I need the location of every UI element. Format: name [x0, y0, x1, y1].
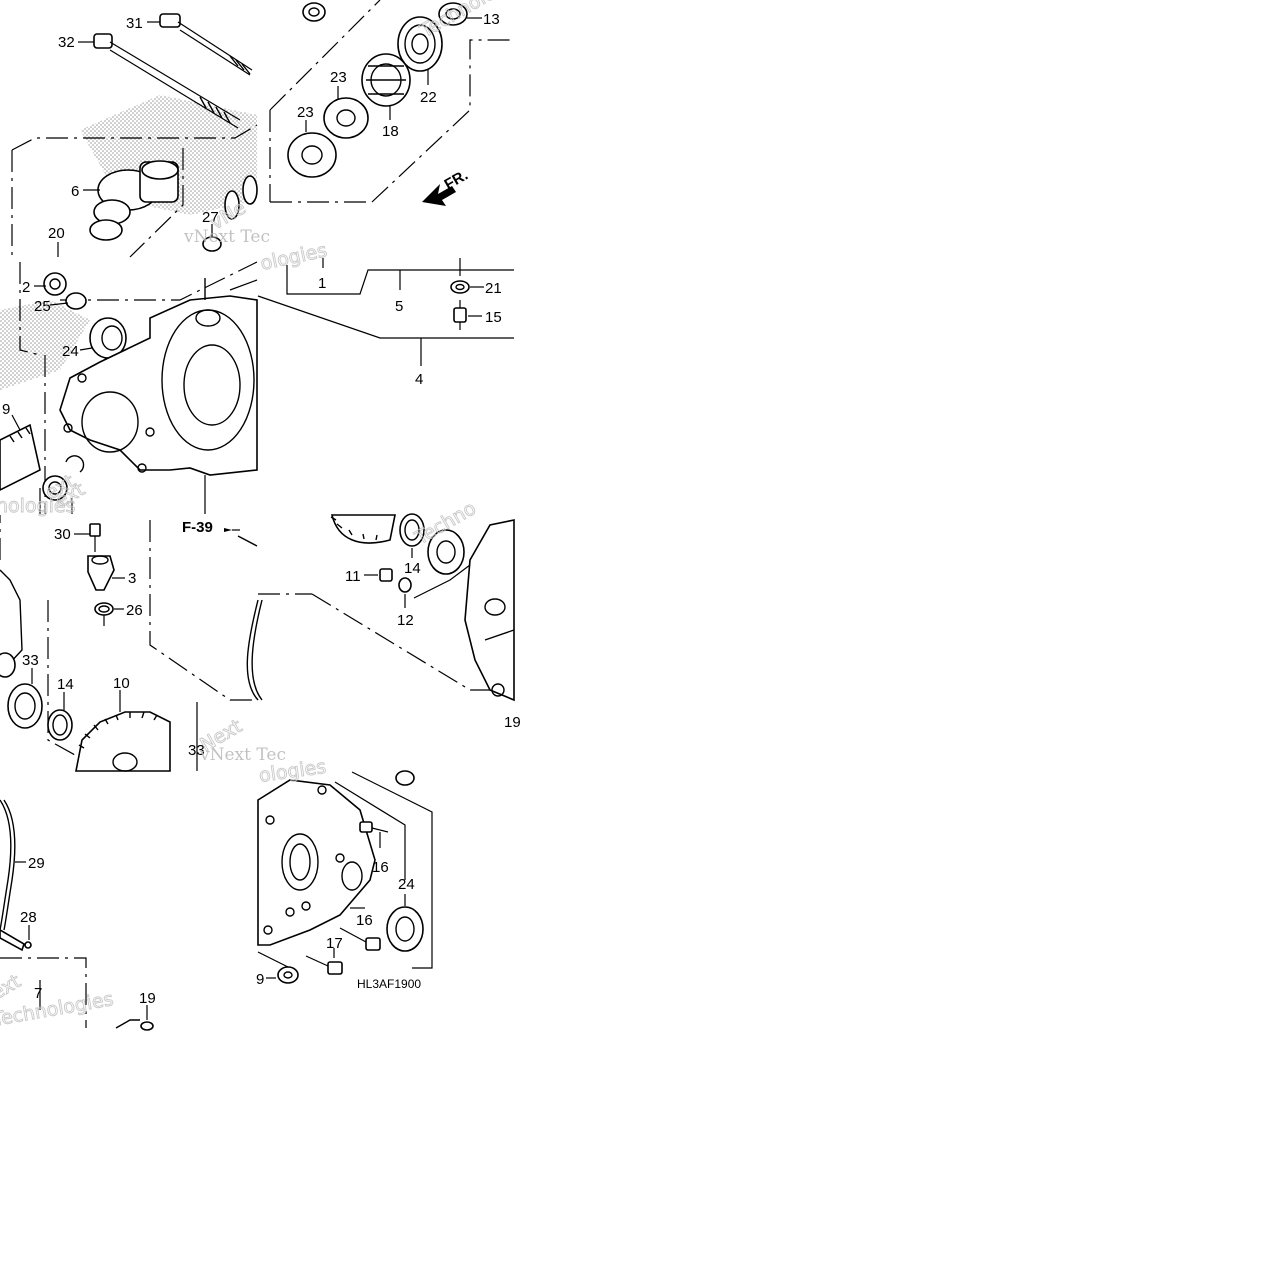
callout-30: 30 [54, 526, 71, 543]
callout-3: 3 [128, 570, 136, 587]
callout-21: 21 [485, 280, 502, 297]
ring-gear-10 [75, 711, 171, 772]
callout-19: 19 [139, 990, 156, 1007]
tile-mid-left: 2 25 24 9 nologies ext [0, 261, 258, 517]
callout-7: 7 [34, 985, 42, 1002]
callout-14: 14 [404, 560, 421, 577]
front-direction-arrow: FR. [422, 167, 471, 206]
tile-top-left: 31 32 6 20 27 vNext Tec vNe [11, 13, 270, 258]
callout-29: 29 [28, 855, 45, 872]
callout-33: 33 [22, 652, 39, 669]
callout-20: 20 [48, 225, 65, 242]
callout-19: 19 [504, 714, 521, 731]
watermark: vNext Tec [199, 745, 286, 765]
callout-31: 31 [126, 15, 143, 32]
bearing-22 [397, 16, 443, 72]
callout-16: 16 [356, 912, 373, 929]
callout-10: 10 [113, 675, 130, 692]
speed-sensor-3 [87, 523, 115, 591]
watermark: vNext Tec [183, 227, 270, 247]
callout-16: 16 [372, 859, 389, 876]
final-gear-case-cover [257, 779, 376, 946]
final-gear-cover [464, 519, 515, 702]
callout-14: 14 [57, 676, 74, 693]
callout-24: 24 [62, 343, 79, 360]
callout-32: 32 [58, 34, 75, 51]
callout-1: 1 [318, 275, 326, 292]
callout-2: 2 [22, 279, 30, 296]
reference-page-label: F-39 [182, 519, 213, 536]
callout-27: 27 [202, 209, 219, 226]
watermark: nologies [0, 495, 76, 517]
callout-13: 13 [483, 11, 500, 28]
tile-lower-right: 11 14 12 19 Techno [246, 497, 521, 731]
long-bolt-31 [159, 13, 253, 76]
callout-5: 5 [395, 298, 403, 315]
callout-26: 26 [126, 602, 143, 619]
callout-25: 25 [34, 298, 51, 315]
diagram-code: HL3AF1900 [357, 977, 421, 991]
long-bolt-32 [93, 33, 241, 129]
callout-18: 18 [382, 123, 399, 140]
watermark: ext [0, 970, 25, 1004]
callout-22: 22 [420, 89, 437, 106]
final-gear-case [59, 278, 258, 476]
callout-24: 24 [398, 876, 415, 893]
callout-4: 4 [415, 371, 423, 388]
callout-11: 11 [345, 568, 361, 585]
callout-33: 33 [188, 742, 205, 759]
callout-28: 28 [20, 909, 37, 926]
pinion-gear-9 [0, 423, 41, 491]
tile-lower-left: F-39 [0, 515, 286, 772]
pinion-flange-6 [89, 160, 179, 241]
tile-top-right: FR. 13 23 22 23 18 Technolog [269, 0, 514, 206]
bearing-cage-18 [361, 53, 411, 107]
callout-9: 9 [2, 401, 10, 418]
callout-23: 23 [330, 69, 347, 86]
callout-9: 9 [256, 971, 264, 988]
tile-bottom-right: 16 24 16 17 9 HL3AF1900 ologies [256, 755, 433, 991]
callout-17: 17 [326, 935, 343, 952]
watermark: Technologies [0, 988, 115, 1031]
callout-15: 15 [485, 309, 502, 326]
callout-6: 6 [71, 183, 79, 200]
callout-23: 23 [297, 104, 314, 121]
tile-mid-right: 1 5 21 15 4 ologies [257, 239, 514, 388]
callout-12: 12 [397, 612, 414, 629]
front-arrow-label: FR. [442, 167, 471, 194]
tile-bottom-left: 29 28 7 19 Technologies ext [0, 799, 156, 1032]
